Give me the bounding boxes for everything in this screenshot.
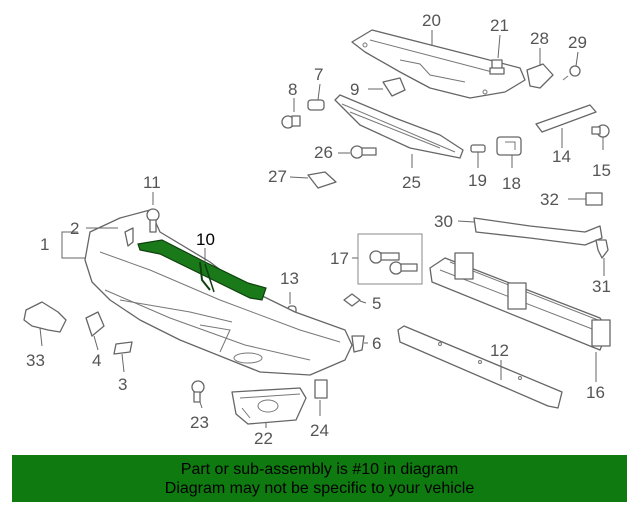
callout-1: 1 — [40, 235, 49, 254]
callout-19: 19 — [468, 171, 487, 190]
part-2-retainer — [124, 227, 134, 247]
part-27-bracket — [307, 171, 337, 189]
callout-13: 13 — [280, 269, 299, 288]
part-22-fog-grille — [231, 387, 307, 425]
callout-10: 10 — [196, 230, 215, 249]
callout-33: 33 — [26, 351, 45, 370]
part-12-absorber — [397, 325, 563, 409]
callout-4: 4 — [92, 351, 101, 370]
part-11-bolt — [146, 208, 160, 233]
part-30-molding — [473, 217, 603, 246]
callout-30: 30 — [434, 212, 453, 231]
leader-lines — [39, 30, 605, 428]
banner-line-1: Part or sub-assembly is #10 in diagram — [180, 461, 459, 478]
part-23-clip — [191, 380, 205, 403]
callout-26: 26 — [314, 143, 333, 162]
banner-line-2: Diagram may not be specific to your vehi… — [164, 480, 475, 497]
callout-15: 15 — [592, 161, 611, 180]
part-15-clip — [591, 124, 610, 138]
part-17-bolt-kit — [357, 233, 423, 285]
part-20-upper-cover — [351, 29, 526, 99]
callout-14: 14 — [552, 147, 571, 166]
callout-2: 2 — [70, 219, 79, 238]
part-33-sensor — [23, 301, 67, 333]
part-3-bracket — [113, 341, 133, 355]
part-31-clip — [595, 239, 609, 259]
part-18-bracket — [496, 136, 522, 156]
callout-27: 27 — [268, 167, 287, 186]
part-4-cover — [85, 311, 105, 337]
part-10-support-bracket — [137, 239, 267, 301]
part-29-screw — [562, 65, 581, 81]
callout-24: 24 — [310, 421, 329, 440]
part-32-clip — [585, 192, 603, 206]
callout-8: 8 — [288, 80, 297, 99]
callout-20: 20 — [422, 11, 441, 30]
part-19-clip — [470, 144, 486, 153]
callout-22: 22 — [254, 429, 273, 448]
callout-18: 18 — [502, 174, 521, 193]
callout-11: 11 — [143, 173, 161, 192]
callout-16: 16 — [586, 383, 605, 402]
callout-17: 17 — [330, 249, 349, 268]
part-16-reinforcement — [429, 252, 611, 351]
callout-31: 31 — [592, 277, 611, 296]
part-9-bracket — [382, 77, 406, 97]
callout-7: 7 — [314, 65, 323, 84]
callout-5: 5 — [372, 294, 381, 313]
callout-29: 29 — [568, 33, 587, 52]
callout-6: 6 — [372, 334, 381, 353]
part-25-upper-grille — [334, 94, 464, 159]
part-6-clip — [351, 335, 365, 353]
callout-labels: 1 2 3 4 5 6 7 8 9 10 11 12 13 14 15 16 1… — [26, 11, 611, 448]
callout-21: 21 — [490, 16, 509, 35]
callout-32: 32 — [540, 190, 559, 209]
callout-25: 25 — [402, 173, 421, 192]
part-7-clip — [307, 99, 325, 111]
callout-28: 28 — [530, 29, 549, 48]
part-26-bolt — [350, 145, 377, 159]
info-banner: Part or sub-assembly is #10 in diagram D… — [12, 455, 627, 502]
callout-9: 9 — [350, 80, 359, 99]
part-14-molding — [535, 104, 597, 133]
part-24-seal — [314, 379, 328, 399]
part-28-bracket — [526, 63, 554, 89]
callout-3: 3 — [118, 375, 127, 394]
callout-12: 12 — [490, 341, 509, 360]
part-21-nut — [489, 59, 505, 75]
callout-23: 23 — [190, 413, 209, 432]
part-8-bolt — [281, 115, 301, 129]
part-5-nut — [343, 293, 361, 307]
